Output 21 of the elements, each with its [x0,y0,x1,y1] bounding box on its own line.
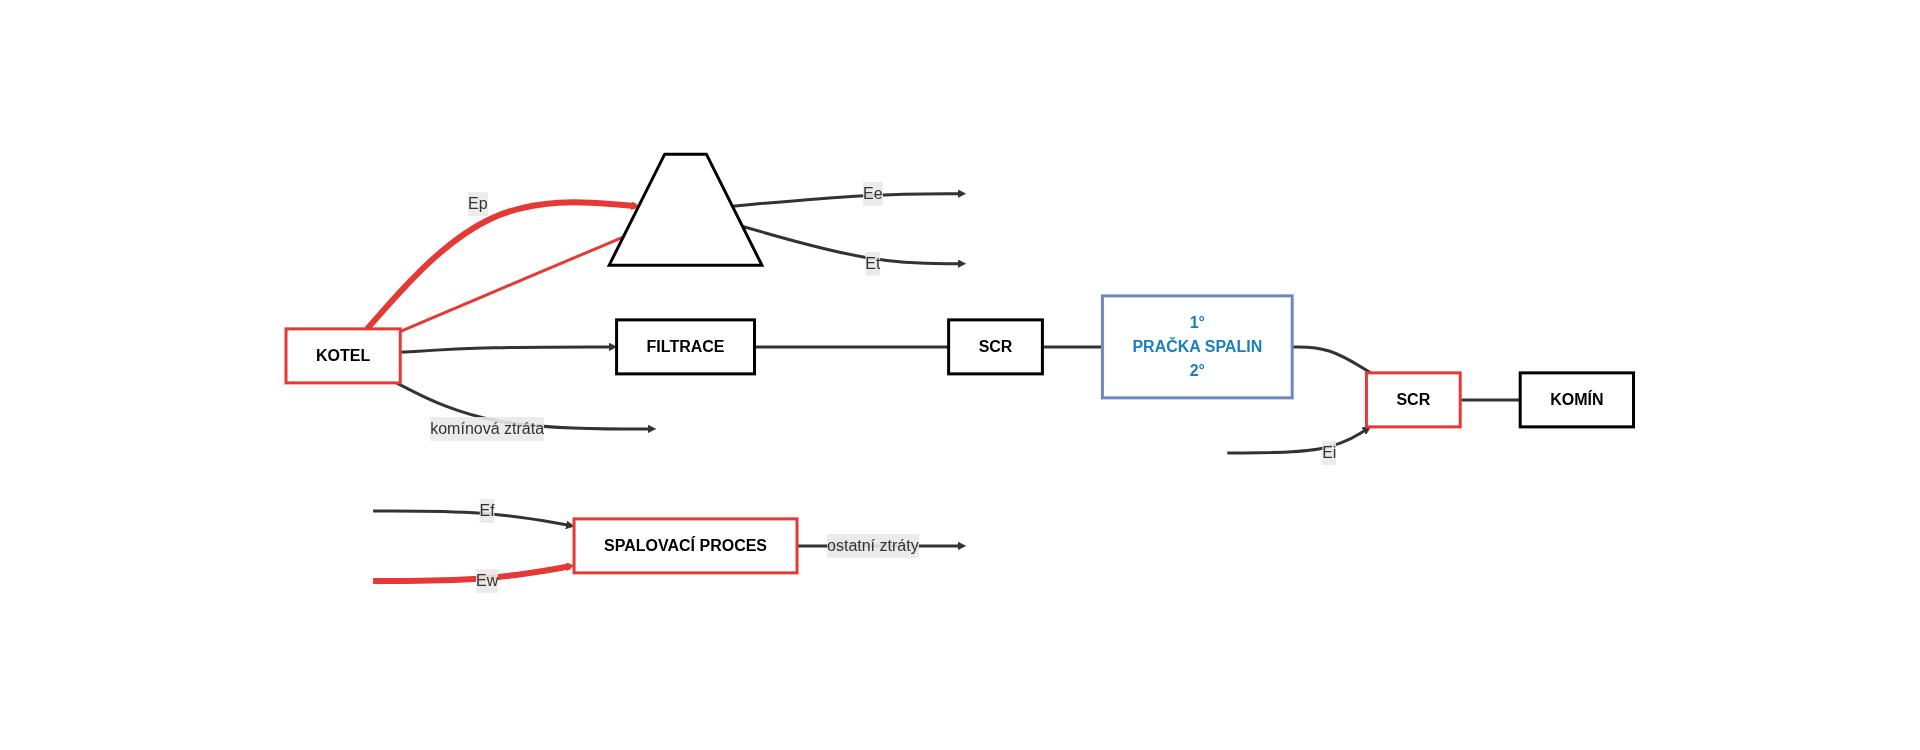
arrow [732,189,967,208]
process-box: KOTEL [284,327,402,385]
arrow [742,225,967,268]
edge-label: Et [865,251,881,276]
arrow [1227,426,1372,455]
edge-label: ostatní ztráty [827,533,919,558]
edge-label: Ep [468,192,488,217]
arrow [373,509,575,530]
edge-label: Ee [863,181,883,206]
process-box: 1° PRAČKA SPALIN 2° [1101,294,1294,400]
edge-label: Ew [476,568,499,593]
turbine-shape [607,152,765,267]
edge-label: komínová ztráta [430,416,545,441]
edge-label: Ef [479,498,495,523]
process-box: FILTRACE [615,318,757,376]
arrow [373,562,575,584]
process-box: SCR [947,318,1045,376]
process-box: SPALOVACÍ PROCES [572,517,799,575]
edge-label: Ei [1322,440,1337,465]
process-box: KOMÍN [1518,371,1636,429]
process-box: SCR [1365,371,1462,429]
